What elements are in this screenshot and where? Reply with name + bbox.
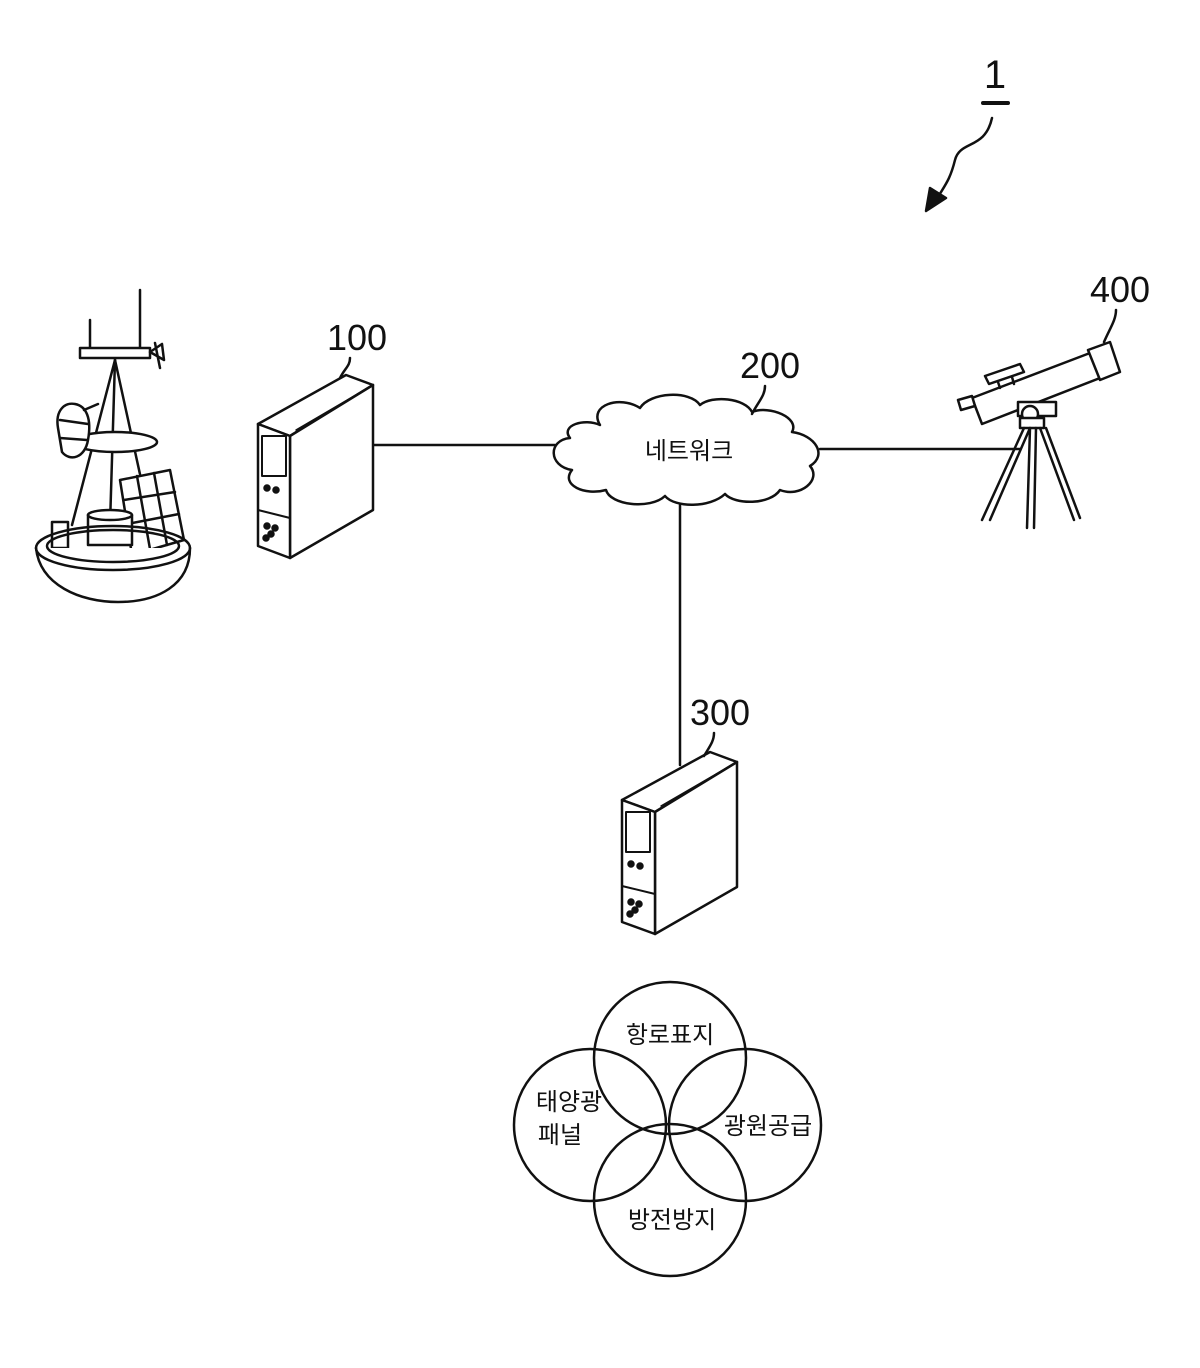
network-label: 네트워크 bbox=[645, 437, 733, 465]
telescope-icon bbox=[958, 342, 1120, 528]
venn-label-left-line2: 패널 bbox=[538, 1121, 582, 1149]
venn-circle-left bbox=[514, 1049, 666, 1201]
figure-number: 1 bbox=[984, 53, 1006, 97]
venn-label-bottom: 방전방지 bbox=[628, 1206, 716, 1234]
leader-400 bbox=[1104, 310, 1116, 342]
buoy-icon bbox=[36, 290, 190, 602]
figure-arrow-line bbox=[938, 118, 992, 197]
label-400: 400 bbox=[1090, 269, 1150, 310]
venn-label-right: 광원공급 bbox=[724, 1112, 812, 1140]
label-100: 100 bbox=[327, 317, 387, 358]
server-computer-300 bbox=[622, 752, 737, 934]
venn-label-top: 항로표지 bbox=[626, 1021, 714, 1049]
venn-label-left-line1: 태양광 bbox=[536, 1088, 602, 1116]
figure-reference: 1 bbox=[926, 53, 1008, 211]
venn-circle-bottom bbox=[594, 1124, 746, 1276]
label-200: 200 bbox=[740, 345, 800, 386]
label-300: 300 bbox=[690, 692, 750, 733]
server-computer-100 bbox=[258, 375, 373, 558]
figure-arrow-head bbox=[926, 188, 946, 211]
